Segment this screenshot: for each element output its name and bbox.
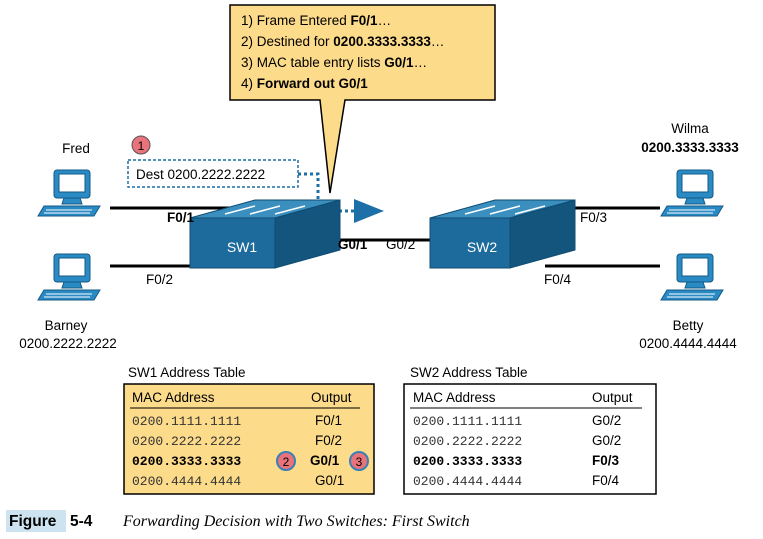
host-betty-name: Betty [673,318,704,333]
sw1-address-table: SW1 Address Table MAC Address Output 020… [123,365,375,495]
sw2-col-output: Output [592,390,633,405]
computer-icon [660,169,724,217]
host-wilma: Wilma 0200.3333.3333 [641,121,739,217]
host-betty-mac: 0200.4444.4444 [639,336,737,351]
port-sw2-f04: F0/4 [544,272,572,287]
switch-sw1: SW1 [189,199,341,269]
port-sw1-g01: G0/1 [338,237,368,252]
step-badge-2 [276,451,296,471]
sw1-table-title: SW1 Address Table [128,365,246,380]
sw2-row-port: F0/3 [592,453,620,468]
host-barney-mac: 0200.2222.2222 [19,336,117,351]
sw1-row-mac: 0200.1111.1111 [132,414,241,429]
figure-number: 5-4 [70,513,93,530]
sw2-address-table: SW2 Address Table MAC Address Output 020… [403,365,657,495]
sw2-row-mac: 0200.1111.1111 [413,414,522,429]
host-wilma-mac: 0200.3333.3333 [641,140,739,155]
port-sw1-f01: F0/1 [167,210,195,225]
sw2-row-mac: 0200.2222.2222 [413,434,522,449]
sw2-row-port: G0/2 [592,433,621,448]
sw2-row-mac: 0200.4444.4444 [413,474,522,489]
sw1-row-port: F0/1 [315,413,342,428]
callout-line-2: 2) Destined for 0200.3333.3333… [241,34,444,49]
figure-word: Figure [9,513,57,530]
port-sw2-f03: F0/3 [580,210,607,225]
frame-path-arrow [298,172,384,223]
svg-text:1: 1 [138,139,145,153]
port-sw2-g02: G0/2 [386,237,415,252]
callout-box: 1) Frame Entered F0/1… 2) Destined for 0… [229,4,496,194]
callout-line-1: 1) Frame Entered F0/1… [241,13,391,28]
computer-icon [37,253,101,301]
callout-line-3: 3) MAC table entry lists G0/1… [241,55,427,70]
svg-text:3: 3 [356,455,363,469]
switch-sw2-label: SW2 [467,239,498,255]
sw2-row-port: G0/2 [592,413,621,428]
step-badge-3 [349,451,369,471]
sw1-row-mac: 0200.4444.4444 [132,474,241,489]
frame-flow: 1 Dest 0200.2222.2222 [127,135,384,223]
host-barney: Barney 0200.2222.2222 [19,253,117,351]
sw2-row-port: F0/4 [592,473,620,488]
sw1-col-mac: MAC Address [132,390,215,405]
sw2-row-mac: 0200.3333.3333 [413,454,522,469]
figure-bar [6,510,66,532]
sw1-row-port: G0/1 [315,473,344,488]
sw1-row-mac: 0200.3333.3333 [132,454,241,469]
sw1-row-mac: 0200.2222.2222 [132,434,241,449]
svg-text:2: 2 [283,455,290,469]
host-wilma-name: Wilma [671,121,709,136]
callout-line-4: 4) Forward out G0/1 [241,76,368,91]
host-fred-name: Fred [62,141,90,156]
sw2-table-title: SW2 Address Table [410,365,528,380]
sw1-row-port: F0/2 [315,433,342,448]
host-fred: Fred [37,141,101,217]
step-badge-1 [131,135,151,155]
computer-icon [37,169,101,217]
frame-label-box [127,159,299,188]
figure-caption: Figure 5-4 Forwarding Decision with Two … [6,510,470,532]
port-labels: F0/1 F0/2 G0/1 G0/2 F0/3 F0/4 [146,210,607,287]
sw1-col-output: Output [311,390,352,405]
host-betty: Betty 0200.4444.4444 [639,253,737,351]
sw2-col-mac: MAC Address [413,390,496,405]
frame-label: Dest 0200.2222.2222 [136,167,265,182]
switch-sw2: SW2 [429,199,576,269]
host-barney-name: Barney [45,318,88,333]
sw1-row-port: G0/1 [310,453,340,468]
switch-sw1-label: SW1 [227,239,258,255]
figure-title: Forwarding Decision with Two Switches: F… [122,513,470,530]
port-sw1-f02: F0/2 [146,272,173,287]
computer-icon [660,253,724,301]
